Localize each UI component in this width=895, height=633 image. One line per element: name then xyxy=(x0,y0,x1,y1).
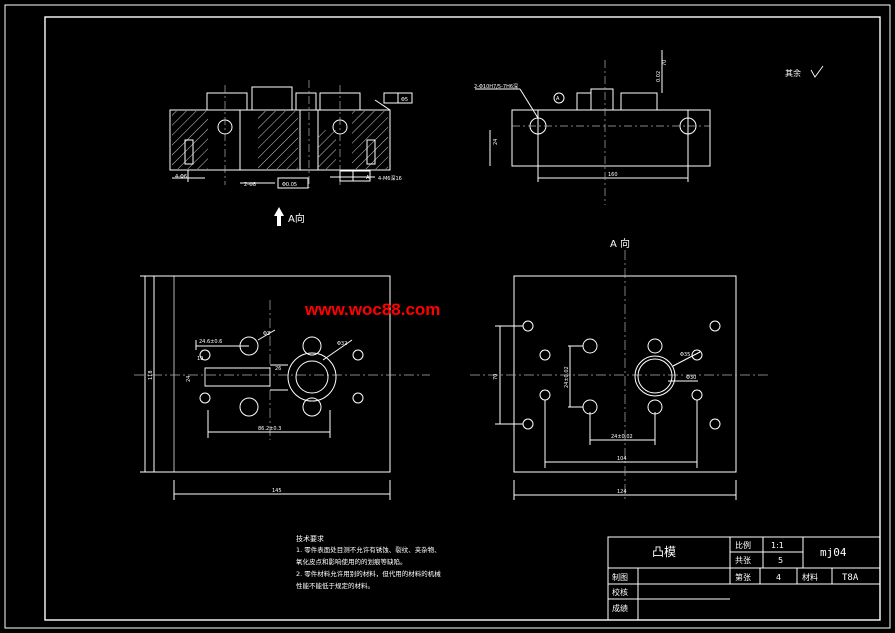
right-dim-bottom: 24±0.02 xyxy=(611,434,633,440)
tech-notes-line4: 性能不能低于规定的材料。 xyxy=(296,581,374,590)
side-dim-left: 24 xyxy=(493,139,499,145)
right-dim-inner: 104 xyxy=(617,456,627,462)
roughness-label: 其余 xyxy=(785,68,801,78)
title-total-value: 5 xyxy=(778,556,783,565)
side-datum: A xyxy=(556,96,560,102)
right-dim-h: 70 xyxy=(493,374,499,380)
title-material-value: T8A xyxy=(842,573,859,583)
left-dim-r2: Φ32 xyxy=(337,341,347,347)
left-plan-view xyxy=(134,275,430,500)
left-dim-height: 118 xyxy=(148,370,154,380)
right-dim-r: Φ30 xyxy=(686,375,696,381)
roughness-symbol-icon xyxy=(810,65,824,78)
sheet-border-outer xyxy=(4,4,891,629)
right-dim-dia: Φ35 xyxy=(680,352,690,358)
side-view xyxy=(475,50,711,205)
a-direction-arrow xyxy=(274,207,284,226)
left-dim-bottom: 86.2±0.3 xyxy=(258,426,281,432)
tol-ref-front: A xyxy=(366,175,370,181)
dim-4xm6: 4-M6深16 xyxy=(378,175,402,182)
title-sheet-value: 4 xyxy=(776,573,781,582)
left-dim-width: 145 xyxy=(272,488,282,494)
sheet-border-inner xyxy=(44,16,881,621)
title-scale-value: 1:1 xyxy=(771,541,784,550)
tech-notes-heading: 技术要求 xyxy=(296,534,324,543)
left-dim-top: 24.6±0.6 xyxy=(199,339,222,345)
left-dim-r: Φ3 xyxy=(263,331,270,337)
title-scale-label: 比例 xyxy=(735,540,751,550)
right-plan-view xyxy=(470,250,770,500)
left-dim-small-h: 24 xyxy=(186,376,192,382)
title-drawing-no: mj04 xyxy=(820,546,847,559)
tech-notes-line2: 氧化皮点和影响使用的的划痕等缺陷。 xyxy=(296,557,407,566)
title-checked-label: 校核 xyxy=(612,587,628,597)
title-sheet-label: 第张 xyxy=(735,572,751,582)
right-dim-width: 124 xyxy=(617,489,627,495)
title-material-label: 材料 xyxy=(802,572,818,582)
right-view-title: A 向 xyxy=(610,237,630,250)
title-part-name: 凸模 xyxy=(652,545,676,559)
title-approved-label: 成绩 xyxy=(612,603,628,613)
a-direction-label: A向 xyxy=(288,212,305,225)
dim-4x6: 4-Φ6 xyxy=(175,174,187,180)
tol-box-top: Φ5 xyxy=(401,97,408,103)
front-section-view xyxy=(169,80,413,189)
title-drawn-label: 制图 xyxy=(612,572,628,582)
tech-notes-line1: 1. 零件表面处目测不允许有锈蚀、裂纹、夹杂物、 xyxy=(296,545,441,554)
side-dim-top: 0.02 xyxy=(656,71,662,82)
tech-notes-line3: 2. 零件材料允许用别的材料，但代用的材料的机械 xyxy=(296,569,441,578)
side-dim-160: 160 xyxy=(608,172,618,178)
side-note-holes: 2-Φ10H7/5-7H6深 xyxy=(474,83,518,90)
right-dim-left: 24±0.02 xyxy=(564,366,570,388)
dim-2x58: 2-Φ8 xyxy=(244,182,256,188)
tol-box-front: Φ0.05 xyxy=(282,182,297,188)
title-block xyxy=(607,536,881,621)
left-dim-small-v: 19 xyxy=(197,356,203,362)
side-height-note: 70 xyxy=(662,60,668,66)
left-dim-center: 26 xyxy=(275,366,281,372)
watermark-text: www.woc88.com xyxy=(304,300,440,319)
title-total-label: 共张 xyxy=(735,556,751,565)
